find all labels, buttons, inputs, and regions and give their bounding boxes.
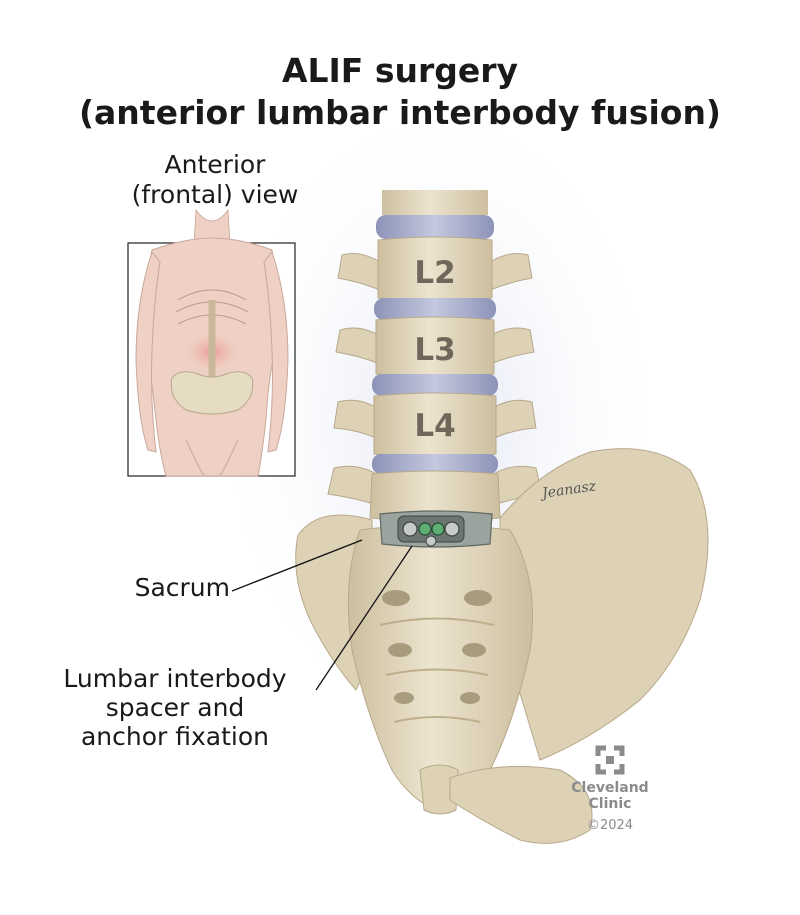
spacer-leader-line — [315, 545, 413, 691]
spacer-label-line-1: Lumbar interbody — [63, 664, 287, 693]
frontal-view-label-line-1: Anterior — [164, 150, 266, 179]
title-line-1: ALIF surgery — [281, 51, 519, 90]
pelvis — [295, 448, 709, 844]
spacer-label-line-3: anchor fixation — [80, 722, 270, 751]
disc-top — [376, 215, 494, 239]
anchor-screw — [431, 522, 445, 536]
sacrum-leader-line — [231, 539, 363, 592]
vertebra-label-l4: L4 — [414, 408, 456, 444]
logo-name-line-1: Cleveland — [571, 780, 649, 796]
sacrum-label: Sacrum — [134, 573, 230, 602]
logo-name-line-2: Clinic — [588, 796, 632, 812]
vertebra-label-l2: L2 — [414, 255, 456, 291]
disc-l3-l4 — [372, 374, 498, 396]
frontal-view-label-line-2: (frontal) view — [131, 180, 299, 209]
cleveland-clinic-logo-icon — [594, 744, 626, 776]
logo-name: Cleveland Clinic — [568, 780, 652, 812]
frontal-view-label: Anterior (frontal) view — [100, 150, 330, 210]
inset-pelvis — [170, 371, 254, 415]
anchor-screw — [418, 522, 432, 536]
spine — [327, 190, 543, 522]
frontal-view-inset — [127, 208, 296, 477]
vertebra-label-l3: L3 — [414, 332, 456, 368]
anchor-screw — [444, 521, 460, 537]
spacer-label: Lumbar interbody spacer and anchor fixat… — [40, 664, 310, 751]
spacer-label-line-2: spacer and — [105, 693, 245, 722]
copyright-year: ©2024 — [586, 818, 634, 833]
anchor-screw — [402, 521, 418, 537]
anchor-screw — [425, 535, 437, 547]
title-line-2: (anterior lumbar interbody fusion) — [78, 93, 722, 132]
interbody-spacer — [379, 510, 493, 548]
diagram-title: ALIF surgery (anterior lumbar interbody … — [0, 50, 800, 134]
disc-l4-l5 — [372, 454, 498, 474]
disc-l2-l3 — [374, 298, 496, 320]
